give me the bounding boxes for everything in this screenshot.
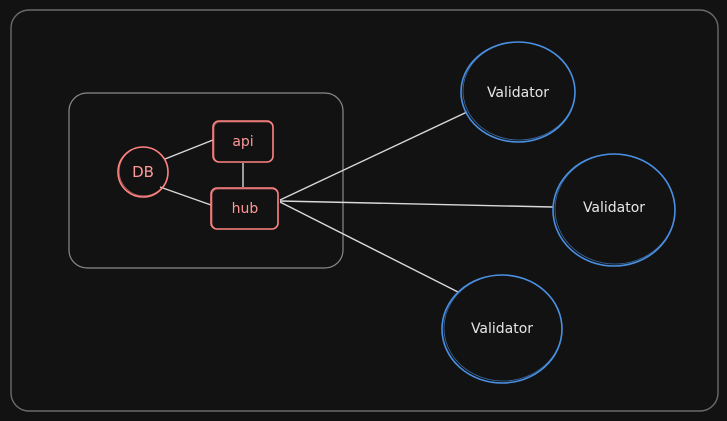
edge-hub-validator-2 bbox=[279, 200, 554, 208]
edge-db-hub bbox=[159, 186, 212, 206]
api-node-shape-sketch bbox=[213, 121, 274, 163]
db-node-shape-sketch bbox=[118, 146, 169, 197]
api-node-label: api bbox=[232, 134, 253, 150]
hub-node-label: hub bbox=[232, 201, 259, 217]
validator-node-3-label: Validator bbox=[471, 321, 533, 337]
edge-hub-validator-1 bbox=[279, 111, 468, 201]
validator-node-1-shape-sketch bbox=[462, 41, 576, 141]
validator-node-1-label: Validator bbox=[487, 85, 549, 101]
db-node-label: DB bbox=[132, 163, 154, 181]
validator-node-2-label: Validator bbox=[583, 200, 645, 216]
hub-node[interactable]: hub bbox=[210, 187, 279, 230]
validator-node-2-shape-sketch bbox=[554, 153, 676, 265]
hub-node-shape-sketch bbox=[211, 188, 279, 230]
db-node[interactable]: DB bbox=[117, 146, 169, 198]
validator-node-3-shape-sketch bbox=[443, 274, 563, 382]
edge-hub-validator-3 bbox=[279, 201, 459, 293]
edge-db-api bbox=[164, 139, 214, 160]
service-group-box bbox=[68, 92, 344, 269]
validator-node-3[interactable]: Validator bbox=[441, 274, 563, 384]
edges bbox=[159, 111, 554, 293]
validator-node-2[interactable]: Validator bbox=[552, 153, 676, 267]
api-node[interactable]: api bbox=[212, 120, 274, 163]
validator-node-1[interactable]: Validator bbox=[460, 41, 576, 143]
outer-frame bbox=[10, 9, 719, 412]
